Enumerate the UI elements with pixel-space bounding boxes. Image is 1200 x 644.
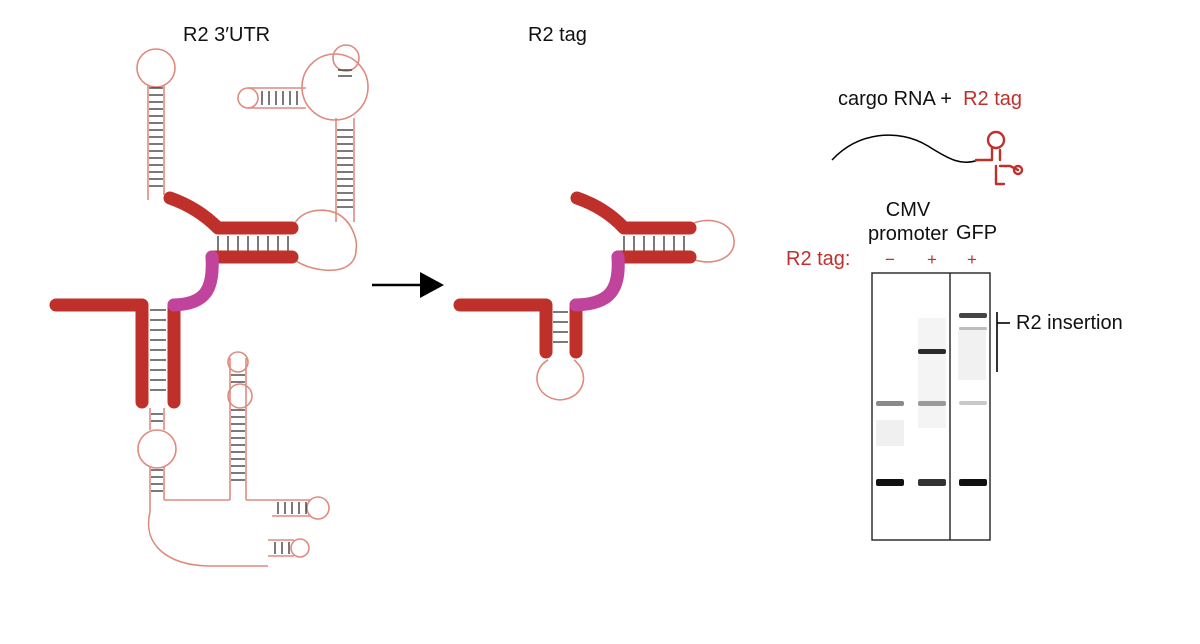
tag-panel-title: R2 tag [528, 24, 587, 46]
utr-outline-strands [136, 44, 369, 567]
band-mid-2 [918, 401, 946, 406]
band-low-2 [918, 479, 946, 486]
lane-sign-1: − [885, 250, 895, 269]
lane-group-cmv-promoter: CMV promoter [868, 198, 948, 246]
r2-tag-row-label: R2 tag: [786, 248, 851, 270]
tag-basepairs [553, 236, 685, 343]
lane-sign-3: + [967, 250, 977, 269]
band-low-1 [876, 479, 904, 486]
band-mid-3 [959, 401, 987, 405]
band-low-3 [959, 479, 987, 486]
r2-3utr-structure [49, 44, 369, 567]
lane-sign-2: + [927, 250, 937, 269]
utr-linker-strand [167, 250, 219, 312]
band-insertion-gfp-faint [959, 327, 987, 330]
band-insertion-cmv [918, 349, 946, 354]
r2-insertion-label: R2 insertion [1016, 312, 1123, 334]
tag-linker-strand [569, 250, 625, 312]
mini-r2-tag-icon [974, 130, 1024, 186]
gel-bands [876, 313, 987, 486]
band-insertion-gfp [959, 313, 987, 318]
utr-basepairs [149, 69, 353, 554]
cargo-rna-text: cargo RNA + [838, 88, 952, 110]
insertion-bracket [996, 312, 1010, 372]
utr-core-strands [49, 191, 299, 409]
r2-tag-structure [453, 191, 735, 401]
lane-group-cmv-line2: promoter [868, 223, 949, 245]
cargo-rna-label: cargo RNA + R2 tag [838, 88, 1022, 111]
band-mid-1 [876, 401, 904, 406]
gel-image [871, 272, 1010, 541]
lane-group-gfp: GFP [956, 222, 998, 244]
tag-outline-loops [536, 219, 735, 401]
utr-panel-title: R2 3′UTR [183, 24, 271, 46]
lane-group-cmv-line1: CMV [885, 199, 931, 221]
cargo-rna-line [831, 134, 979, 164]
tag-core-strands [453, 191, 697, 359]
right-arrow-icon [372, 272, 444, 298]
cargo-r2-tag-text: R2 tag [963, 88, 1023, 110]
